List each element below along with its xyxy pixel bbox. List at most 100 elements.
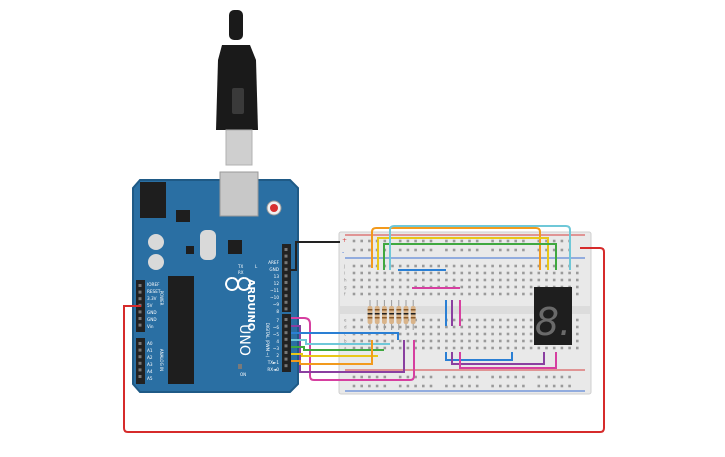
breadboard-hole[interactable]	[352, 271, 356, 275]
header-pin[interactable]	[284, 254, 288, 258]
breadboard-hole[interactable]	[383, 278, 387, 282]
breadboard-hole[interactable]	[499, 278, 502, 282]
header-pin[interactable]	[284, 248, 288, 251]
breadboard-hole[interactable]	[398, 332, 402, 336]
breadboard-hole[interactable]	[445, 271, 448, 275]
breadboard-hole[interactable]	[576, 346, 579, 350]
rail-hole[interactable]	[360, 384, 363, 388]
rail-hole[interactable]	[360, 248, 363, 252]
rail-hole[interactable]	[545, 239, 548, 243]
breadboard-hole[interactable]	[437, 318, 440, 322]
breadboard-hole[interactable]	[437, 332, 440, 336]
breadboard-hole[interactable]	[529, 339, 533, 343]
breadboard-hole[interactable]	[429, 325, 433, 329]
rail-hole[interactable]	[429, 239, 433, 243]
rail-hole[interactable]	[445, 375, 448, 379]
breadboard-hole[interactable]	[560, 271, 564, 275]
breadboard-hole[interactable]	[506, 332, 510, 336]
header-pin[interactable]	[284, 281, 288, 284]
breadboard-hole[interactable]	[422, 264, 425, 268]
rail-hole[interactable]	[522, 375, 525, 379]
rail-hole[interactable]	[452, 375, 456, 379]
breadboard-hole[interactable]	[522, 346, 525, 350]
resistor[interactable]	[403, 306, 409, 324]
breadboard-hole[interactable]	[468, 346, 471, 350]
breadboard-hole[interactable]	[437, 271, 440, 275]
rail-hole[interactable]	[398, 239, 402, 243]
breadboard-hole[interactable]	[383, 292, 387, 296]
breadboard-hole[interactable]	[360, 339, 363, 343]
breadboard-hole[interactable]	[414, 346, 417, 350]
breadboard-hole[interactable]	[414, 339, 417, 343]
wire-blue-bottom[interactable]	[445, 352, 513, 361]
wire-pin6[interactable]	[291, 325, 405, 373]
rail-hole[interactable]	[552, 248, 556, 252]
breadboard-hole[interactable]	[468, 318, 471, 322]
breadboard-hole[interactable]	[383, 339, 387, 343]
breadboard-hole[interactable]	[452, 264, 456, 268]
breadboard-hole[interactable]	[460, 271, 464, 275]
breadboard-hole[interactable]	[406, 332, 410, 336]
breadboard-hole[interactable]	[529, 292, 533, 296]
breadboard-hole[interactable]	[383, 271, 387, 275]
rail-hole[interactable]	[545, 248, 548, 252]
usb-cable[interactable]	[216, 10, 258, 166]
breadboard-hole[interactable]	[452, 271, 456, 275]
rail-hole[interactable]	[475, 248, 479, 252]
breadboard-hole[interactable]	[360, 292, 363, 296]
breadboard-hole[interactable]	[445, 278, 448, 282]
breadboard-hole[interactable]	[368, 278, 371, 282]
breadboard-hole[interactable]	[499, 339, 502, 343]
breadboard-hole[interactable]	[576, 264, 579, 268]
breadboard-hole[interactable]	[514, 271, 517, 275]
breadboard-hole[interactable]	[483, 318, 487, 322]
breadboard-hole[interactable]	[576, 271, 579, 275]
rail-hole[interactable]	[475, 375, 479, 379]
rail-hole[interactable]	[445, 248, 448, 252]
breadboard-hole[interactable]	[460, 292, 464, 296]
breadboard-hole[interactable]	[529, 325, 533, 329]
breadboard-hole[interactable]	[398, 346, 402, 350]
rail-hole[interactable]	[398, 375, 402, 379]
rail-hole[interactable]	[568, 384, 571, 388]
breadboard-hole[interactable]	[514, 332, 517, 336]
breadboard-hole[interactable]	[391, 264, 394, 268]
breadboard-hole[interactable]	[406, 264, 410, 268]
rail-hole[interactable]	[452, 239, 456, 243]
wire-pin3[interactable]	[291, 346, 384, 351]
breadboard-hole[interactable]	[522, 278, 525, 282]
breadboard-hole[interactable]	[491, 271, 494, 275]
breadboard-hole[interactable]	[352, 278, 356, 282]
breadboard-hole[interactable]	[499, 346, 502, 350]
breadboard-hole[interactable]	[398, 325, 402, 329]
breadboard-hole[interactable]	[414, 278, 417, 282]
rail-hole[interactable]	[514, 239, 517, 243]
breadboard-hole[interactable]	[375, 292, 379, 296]
rail-hole[interactable]	[422, 239, 425, 243]
arduino-board[interactable]: ARDUINO UNO TX RX L ON POWER ANALOG IN D…	[132, 171, 299, 393]
rail-hole[interactable]	[460, 375, 464, 379]
breadboard-hole[interactable]	[375, 339, 379, 343]
breadboard-hole[interactable]	[360, 318, 363, 322]
breadboard-hole[interactable]	[414, 292, 417, 296]
breadboard-hole[interactable]	[352, 292, 356, 296]
breadboard-hole[interactable]	[429, 271, 433, 275]
rail-hole[interactable]	[429, 375, 433, 379]
rail-hole[interactable]	[406, 375, 410, 379]
breadboard-hole[interactable]	[529, 278, 533, 282]
breadboard-hole[interactable]	[391, 285, 394, 289]
header-pin[interactable]	[138, 361, 142, 365]
header-pin[interactable]	[284, 357, 288, 361]
breadboard-hole[interactable]	[391, 271, 394, 275]
rail-hole[interactable]	[414, 239, 417, 243]
breadboard-hole[interactable]	[383, 285, 387, 289]
breadboard-hole[interactable]	[514, 346, 517, 350]
breadboard-hole[interactable]	[368, 339, 371, 343]
breadboard-hole[interactable]	[375, 346, 379, 350]
breadboard-hole[interactable]	[491, 346, 494, 350]
breadboard-hole[interactable]	[560, 278, 564, 282]
rail-hole[interactable]	[460, 384, 464, 388]
rail-hole[interactable]	[414, 248, 417, 252]
breadboard-hole[interactable]	[414, 271, 417, 275]
rail-hole[interactable]	[499, 384, 502, 388]
